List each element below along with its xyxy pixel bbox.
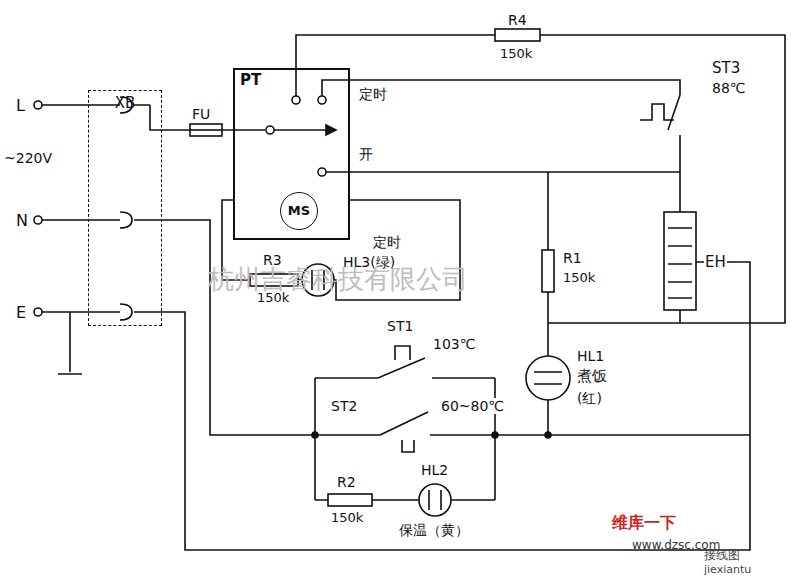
lamp-label: HL1 (576, 348, 605, 364)
resistor-symbol (495, 29, 540, 41)
node-label: XB (89, 95, 161, 111)
fuse-symbol (190, 124, 222, 136)
neon-lamp (429, 490, 441, 510)
temperature-label: 88℃ (712, 80, 746, 96)
contact (292, 96, 300, 104)
contact (318, 168, 326, 176)
terminal-label: L (16, 97, 25, 115)
heater-symbol (668, 228, 692, 298)
thermostat-symbol (402, 440, 414, 452)
wire (150, 105, 265, 130)
motor-circle: MS (280, 192, 318, 230)
resistor-label: R4 (508, 12, 527, 28)
terminal (34, 101, 42, 109)
wire (326, 171, 680, 173)
terminal (34, 216, 42, 224)
lamp-label: HL2 (420, 462, 449, 478)
temperature-label: 60~80℃ (440, 398, 505, 414)
thermostat-label: ST3 (712, 60, 740, 77)
plug-box: XB (88, 90, 162, 326)
terminal (34, 308, 42, 316)
thermostat-label: ST2 (330, 398, 358, 414)
fuse-symbol (190, 129, 222, 131)
heater-symbol (664, 212, 696, 310)
resistor-value: 150k (500, 46, 532, 61)
plug-contact (42, 304, 150, 320)
contact-label: 开 (358, 146, 374, 162)
resistor-label: R2 (336, 474, 357, 490)
voltage-label: ~220V (4, 150, 52, 166)
lamp-function: 煮饭 (576, 368, 608, 385)
plug-contact (42, 212, 150, 228)
wire (150, 262, 750, 550)
heater-label: EH (704, 254, 727, 271)
wire (430, 434, 750, 436)
timer-box: PT MS (233, 68, 350, 240)
wire (679, 210, 681, 323)
neon-lamp (419, 484, 451, 516)
thermostat-switch (315, 358, 495, 378)
thermostat-label: ST1 (386, 318, 414, 334)
wire (315, 378, 495, 500)
terminal-label: E (16, 304, 26, 322)
arrowhead (326, 125, 336, 135)
resistor-symbol (542, 250, 554, 292)
watermark: 杭州吉睿科技有限公司 (208, 264, 468, 294)
contact-label: 定时 (358, 86, 388, 102)
thermostat-switch (380, 412, 428, 435)
fuse-label: FU (192, 106, 210, 122)
watermark: jiexiantu (704, 563, 751, 576)
thermostat-switch (668, 95, 680, 210)
terminal-label: N (16, 212, 28, 230)
ground-symbol (58, 312, 82, 374)
node-label: MS (288, 203, 310, 219)
lamp-function: 保温（黄） (398, 522, 470, 538)
lamp-function: 定时 (372, 234, 402, 250)
thermostat-symbol (395, 346, 410, 360)
contact (318, 96, 326, 104)
node-label: PT (240, 72, 348, 88)
neon-lamp (526, 356, 570, 400)
wire (315, 499, 495, 501)
contact (266, 126, 274, 134)
resistor-symbol (328, 494, 372, 506)
neon-lamp (534, 372, 562, 384)
wire (547, 172, 549, 356)
watermark: 维库一下 (612, 514, 676, 532)
lamp-color: (红) (576, 390, 603, 406)
temperature-label: 103℃ (432, 336, 476, 352)
thermostat-symbol (640, 104, 674, 120)
switch-blade (274, 129, 326, 131)
watermark: 接线图 (704, 548, 740, 562)
wire (547, 400, 549, 435)
resistor-value: 150k (562, 270, 596, 285)
wire (150, 220, 380, 435)
resistor-value: 150k (330, 510, 364, 525)
resistor-label: R1 (562, 250, 583, 266)
